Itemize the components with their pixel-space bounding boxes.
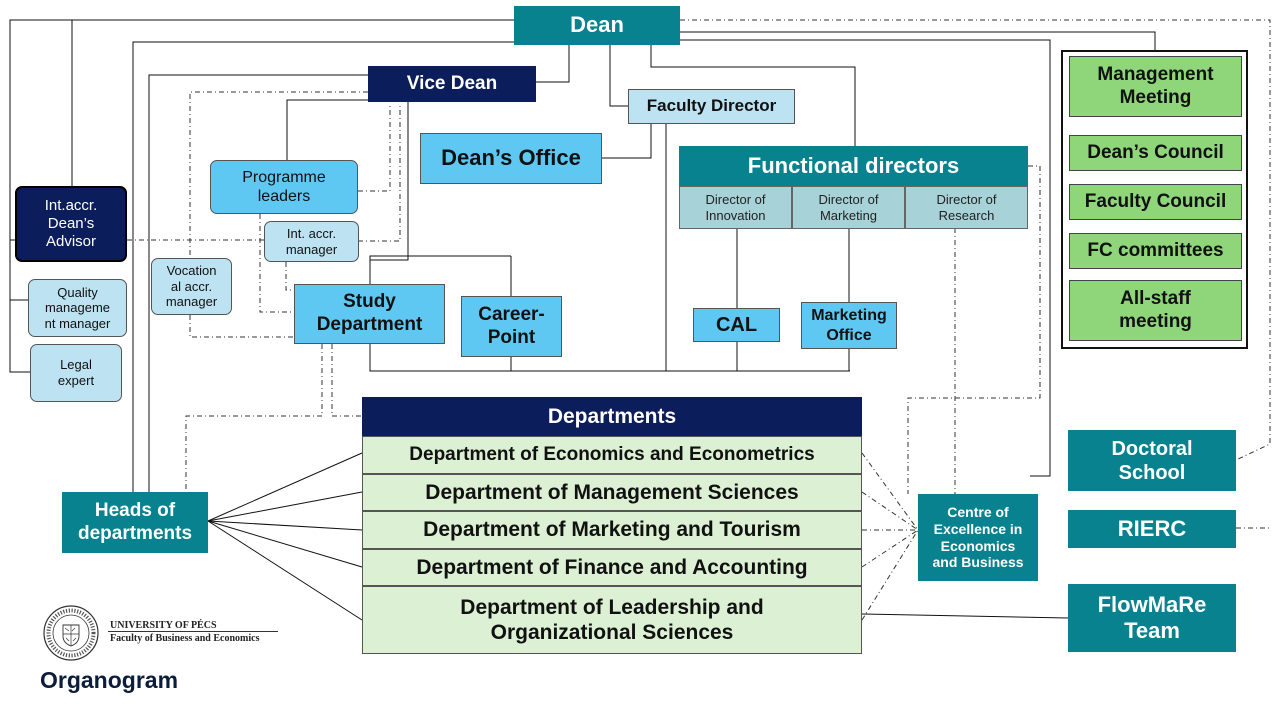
university-name: UNIVERSITY OF PÉCS [110, 620, 217, 631]
faculty-director-box: Faculty Director [628, 89, 795, 124]
int-accr-manager-box: Int. accr. manager [264, 221, 359, 262]
quality-management-manager-box: Quality manageme nt manager [28, 279, 127, 337]
department-economics-econometrics: Department of Economics and Econometrics [362, 436, 862, 474]
dean-box: Dean [514, 6, 680, 45]
director-of-marketing: Director of Marketing [792, 186, 905, 229]
legal-expert-box: Legal expert [30, 344, 122, 402]
department-marketing-tourism: Department of Marketing and Tourism [362, 511, 862, 549]
faculty-name: Faculty of Business and Economics [110, 633, 260, 644]
university-seal-logo [42, 604, 100, 662]
heads-of-departments-box: Heads of departments [62, 492, 208, 553]
rierc-box: RIERC [1068, 510, 1236, 548]
all-staff-meeting-box: All-staff meeting [1069, 280, 1242, 341]
department-management-sciences: Department of Management Sciences [362, 474, 862, 511]
study-department-box: Study Department [294, 284, 445, 344]
departments-header: Departments [362, 397, 862, 436]
deans-office-box: Dean’s Office [420, 133, 602, 184]
director-of-research: Director of Research [905, 186, 1028, 229]
doctoral-school-box: Doctoral School [1068, 430, 1236, 491]
centre-of-excellence-box: Centre of Excellence in Economics and Bu… [918, 494, 1038, 581]
fc-committees-box: FC committees [1069, 233, 1242, 269]
functional-directors-header: Functional directors [679, 146, 1028, 186]
page-caption: Organogram [40, 667, 179, 693]
director-of-innovation: Director of Innovation [679, 186, 792, 229]
deans-council-box: Dean’s Council [1069, 135, 1242, 171]
faculty-council-box: Faculty Council [1069, 184, 1242, 220]
cal-box: CAL [693, 308, 780, 342]
career-point-box: Career- Point [461, 296, 562, 357]
int-accr-deans-advisor-box: Int.accr. Dean’s Advisor [15, 186, 127, 262]
logo-divider [108, 631, 278, 632]
programme-leaders-box: Programme leaders [210, 160, 358, 214]
vocational-accr-manager-box: Vocation al accr. manager [151, 258, 232, 315]
vice-dean-box: Vice Dean [368, 66, 536, 102]
department-leadership-organizational: Department of Leadership and Organizatio… [362, 586, 862, 654]
flowmare-team-box: FlowMaRe Team [1068, 584, 1236, 652]
management-meeting-box: Management Meeting [1069, 56, 1242, 117]
marketing-office-box: Marketing Office [801, 302, 897, 349]
department-finance-accounting: Department of Finance and Accounting [362, 549, 862, 586]
